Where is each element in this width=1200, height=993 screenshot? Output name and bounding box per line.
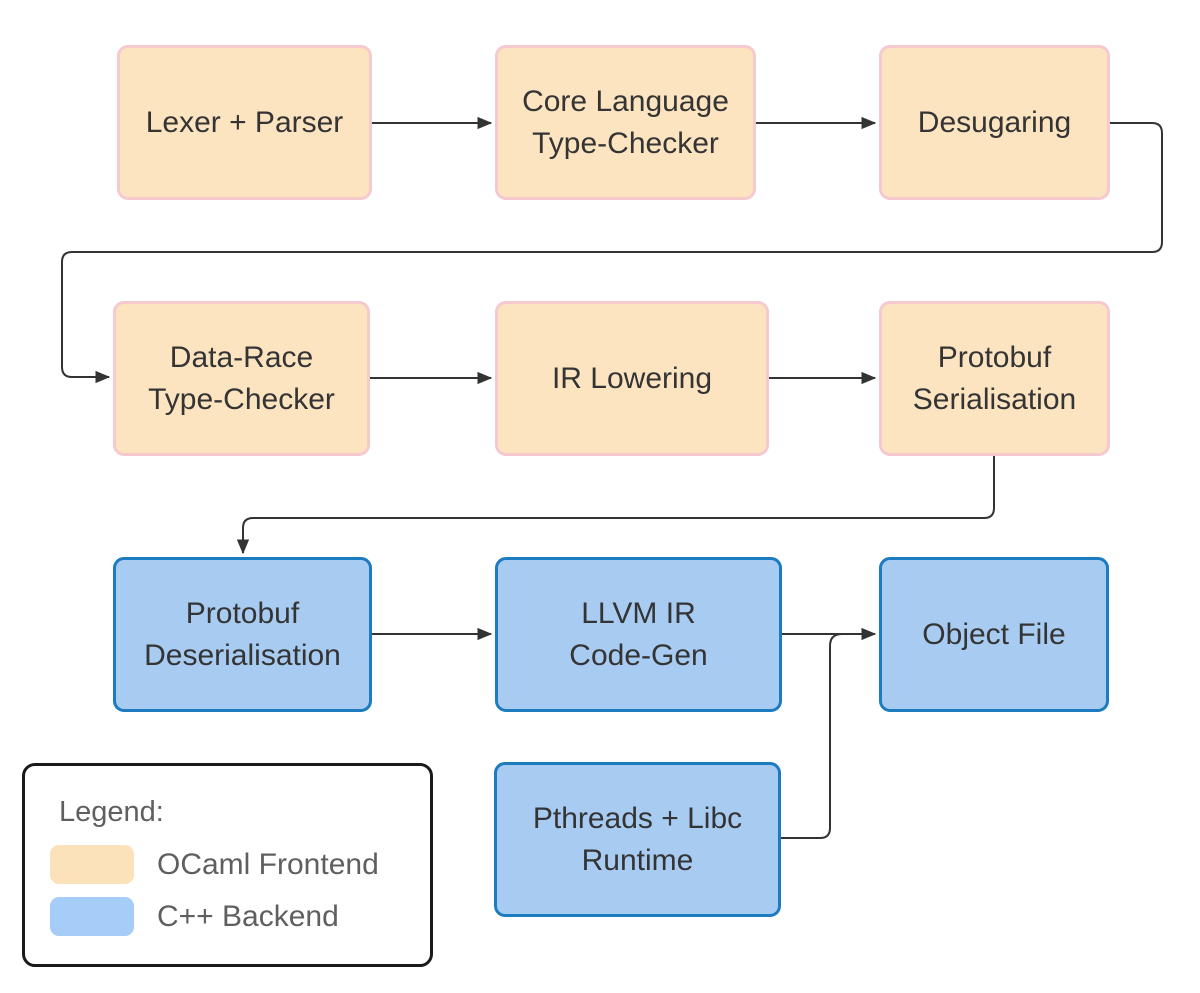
- legend-swatch-cpp-backend: [50, 897, 134, 936]
- legend-box: Legend: OCaml Frontend C++ Backend: [22, 763, 433, 967]
- node-data-race-type-checker: Data-Race Type-Checker: [113, 301, 370, 456]
- node-llvm-ir-code-gen: LLVM IR Code-Gen: [495, 557, 782, 712]
- legend-swatch-ocaml-frontend: [50, 845, 134, 884]
- node-pthreads-libc-runtime: Pthreads + Libc Runtime: [494, 762, 781, 917]
- node-lexer-parser: Lexer + Parser: [117, 45, 372, 200]
- node-protobuf-serialisation: Protobuf Serialisation: [879, 301, 1110, 456]
- node-ir-lowering: IR Lowering: [495, 301, 769, 456]
- node-core-language-type-checker: Core Language Type-Checker: [495, 45, 756, 200]
- arrow-desugaring-to-data-race: [61, 122, 1163, 384]
- arrow-serialisation-to-deserialisation: [236, 456, 995, 555]
- node-object-file: Object File: [879, 557, 1109, 712]
- node-protobuf-deserialisation: Protobuf Deserialisation: [113, 557, 372, 712]
- legend-label-cpp-backend: C++ Backend: [157, 899, 339, 933]
- legend-row-cpp-backend: C++ Backend: [50, 897, 430, 936]
- node-desugaring: Desugaring: [879, 45, 1110, 200]
- legend-label-ocaml-frontend: OCaml Frontend: [157, 847, 379, 881]
- connector-pthreads-merge: [781, 633, 843, 839]
- legend-title: Legend:: [59, 796, 164, 828]
- legend-row-ocaml-frontend: OCaml Frontend: [50, 845, 430, 884]
